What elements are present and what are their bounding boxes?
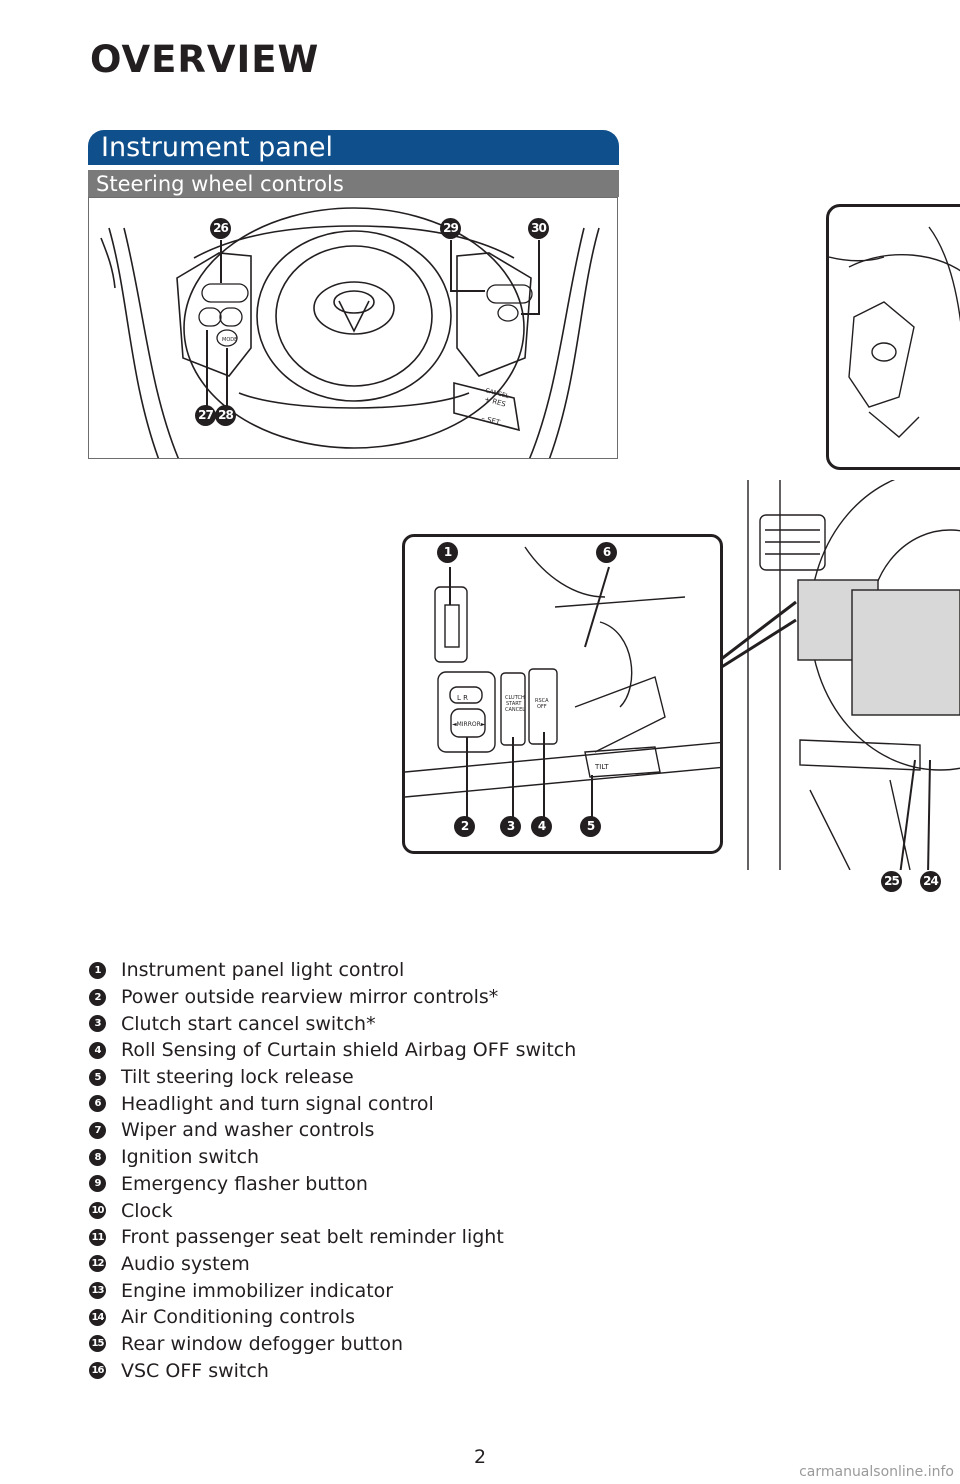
legend-item: 16 VSC OFF switch: [89, 1357, 709, 1384]
legend-number-badge: 9: [89, 1175, 106, 1193]
inset-pointer-line: [719, 600, 797, 670]
legend-item: 2 Power outside rearview mirror controls*: [89, 984, 709, 1011]
legend-text: Emergency flasher button: [121, 1172, 368, 1195]
legend-text: VSC OFF switch: [121, 1359, 269, 1382]
legend-text: Wiper and washer controls: [121, 1119, 375, 1142]
callout-25: 25: [881, 871, 902, 892]
legend-text: Air Conditioning controls: [121, 1306, 355, 1329]
legend-item: 13 Engine immobilizer indicator: [89, 1277, 709, 1304]
legend-text: Clock: [121, 1199, 173, 1222]
subsection-banner: Steering wheel controls: [88, 170, 619, 197]
legend-number-badge: 1: [89, 961, 106, 979]
legend-item: 5 Tilt steering lock release: [89, 1064, 709, 1091]
legend-number-badge: 8: [89, 1148, 106, 1166]
clutch-label-3: CANCEL: [505, 707, 525, 713]
legend-text: Tilt steering lock release: [121, 1066, 354, 1089]
legend-number-badge: 15: [89, 1335, 106, 1353]
legend-text: Clutch start cancel switch*: [121, 1012, 376, 1035]
side-detail-illustration: [826, 204, 960, 470]
clutch-label-2: START: [506, 701, 522, 707]
callout-27: 27: [195, 405, 216, 426]
legend-item: 3 Clutch start cancel switch*: [89, 1010, 709, 1037]
callout-1: 1: [437, 542, 458, 563]
watermark: carmanualsonline.info: [799, 1464, 954, 1480]
callout-28: 28: [215, 405, 236, 426]
callout-24: 24: [920, 871, 941, 892]
legend-item: 10 Clock: [89, 1197, 709, 1224]
steering-wheel-drawing: MODE + RES – SET CANCEL: [100, 207, 600, 458]
clutch-label-1: CLUTCH: [505, 695, 525, 701]
tilt-label: TILT: [594, 763, 609, 771]
legend-text: Engine immobilizer indicator: [121, 1279, 394, 1302]
legend-text: Headlight and turn signal control: [121, 1092, 434, 1115]
legend-number-badge: 3: [89, 1015, 106, 1033]
legend-number-badge: 4: [89, 1041, 106, 1059]
legend-item: 11 Front passenger seat belt reminder lig…: [89, 1224, 709, 1251]
legend-number-badge: 10: [89, 1202, 106, 1220]
rsca-label-2: OFF: [537, 704, 547, 710]
callout-4: 4: [531, 816, 552, 837]
legend-item: 12 Audio system: [89, 1251, 709, 1278]
legend-number-badge: 6: [89, 1095, 106, 1113]
mirror-label: ◄MIRROR►: [452, 721, 486, 728]
legend-text: Power outside rearview mirror controls*: [121, 986, 499, 1009]
inset-drawing: L R ◄MIRROR► CLUTCH START CANCEL RSCA OF…: [405, 546, 720, 819]
legend-number-badge: 2: [89, 988, 106, 1006]
legend-number-badge: 11: [89, 1228, 106, 1246]
legend-text: Roll Sensing of Curtain shield Airbag OF…: [121, 1039, 577, 1062]
legend-number-badge: 14: [89, 1308, 106, 1326]
legend-item: 9 Emergency flasher button: [89, 1171, 709, 1198]
section-banner: Instrument panel: [88, 130, 619, 165]
legend-number-badge: 13: [89, 1282, 106, 1300]
legend-item: 6 Headlight and turn signal control: [89, 1090, 709, 1117]
legend-item: 1 Instrument panel light control: [89, 957, 709, 984]
callout-29: 29: [440, 218, 461, 239]
legend-item: 4 Roll Sensing of Curtain shield Airbag O…: [89, 1037, 709, 1064]
control-legend: 1 Instrument panel light control 2 Power ou…: [89, 957, 709, 1384]
legend-item: 7 Wiper and washer controls: [89, 1117, 709, 1144]
side-detail-drawing: [829, 226, 960, 438]
legend-item: 14 Air Conditioning controls: [89, 1304, 709, 1331]
legend-number-badge: 16: [89, 1362, 106, 1380]
set-label: – SET: [480, 414, 501, 427]
legend-number-badge: 7: [89, 1121, 106, 1139]
dashboard-drawing: [747, 480, 960, 870]
legend-number-badge: 12: [89, 1255, 106, 1273]
legend-text: Instrument panel light control: [121, 959, 405, 982]
callout-6: 6: [596, 542, 617, 563]
callout-26: 26: [210, 218, 231, 239]
dashboard-illustration: [740, 480, 960, 870]
legend-text: Audio system: [121, 1252, 250, 1275]
mode-switch-label: MODE: [222, 337, 237, 343]
lr-label: L R: [457, 694, 468, 702]
page-number: 2: [473, 1446, 487, 1468]
callout-30: 30: [528, 218, 549, 239]
legend-number-badge: 5: [89, 1068, 106, 1086]
inset-dashboard-detail: L R ◄MIRROR► CLUTCH START CANCEL RSCA OF…: [402, 534, 723, 854]
rsca-label-1: RSCA: [535, 698, 549, 704]
legend-text: Front passenger seat belt reminder light: [121, 1226, 504, 1249]
callout-3: 3: [500, 816, 521, 837]
callout-5: 5: [580, 816, 601, 837]
legend-item: 15 Rear window defogger button: [89, 1331, 709, 1358]
steering-wheel-illustration: MODE + RES – SET CANCEL: [88, 197, 618, 459]
legend-text: Rear window defogger button: [121, 1332, 404, 1355]
legend-text: Ignition switch: [121, 1146, 260, 1169]
callout-2: 2: [454, 816, 475, 837]
legend-item: 8 Ignition switch: [89, 1144, 709, 1171]
page-title: OVERVIEW: [90, 38, 320, 81]
